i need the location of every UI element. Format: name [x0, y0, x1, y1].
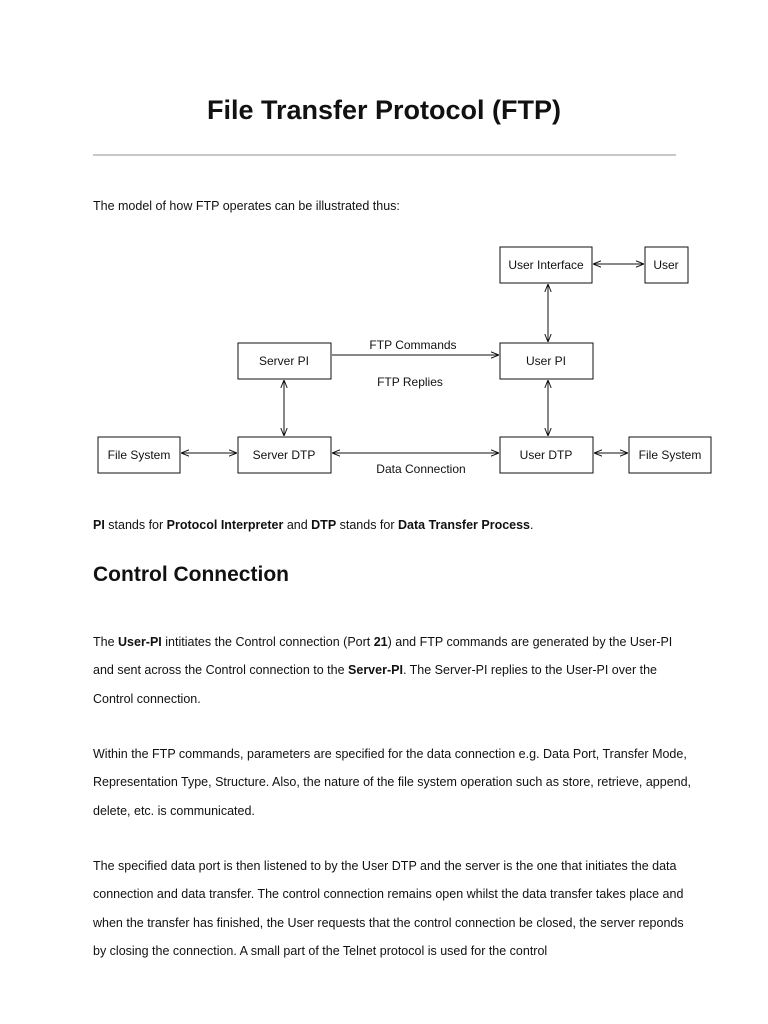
horizontal-rule — [93, 154, 676, 156]
label-ftp-replies: FTP Replies — [377, 375, 443, 389]
svg-text:Server DTP: Server DTP — [253, 448, 316, 462]
node-user-pi: User PI — [499, 342, 594, 380]
svg-text:User: User — [653, 258, 678, 272]
label-data-connection: Data Connection — [376, 462, 465, 476]
paragraph-ftp-commands: Within the FTP commands, parameters are … — [93, 747, 692, 818]
node-user-interface: User Interface — [499, 246, 593, 284]
node-file-system-right: File System — [628, 436, 712, 474]
svg-text:File System: File System — [639, 448, 702, 462]
node-user-dtp: User DTP — [499, 436, 594, 474]
svg-text:User Interface: User Interface — [508, 258, 584, 272]
label-ftp-commands: FTP Commands — [369, 338, 456, 352]
paragraph-control-connection: The User-PI intitiates the Control conne… — [93, 635, 673, 706]
node-server-dtp: Server DTP — [237, 436, 332, 474]
node-file-system-left: File System — [97, 436, 181, 474]
svg-text:File System: File System — [108, 448, 171, 462]
svg-text:User PI: User PI — [526, 354, 566, 368]
intro-text: The model of how FTP operates can be ill… — [93, 199, 400, 213]
ftp-model-diagram: User Interface User Server PI User PI Fi… — [97, 246, 712, 476]
svg-text:Server PI: Server PI — [259, 354, 309, 368]
paragraph-data-port: The specified data port is then listened… — [93, 859, 684, 958]
page-title: File Transfer Protocol (FTP) — [206, 95, 562, 125]
legend-text: PI stands for Protocol Interpreter and D… — [93, 518, 534, 532]
svg-text:User DTP: User DTP — [520, 448, 573, 462]
node-server-pi: Server PI — [237, 342, 332, 380]
section-heading: Control Connection — [93, 563, 289, 586]
node-user: User — [644, 246, 689, 284]
